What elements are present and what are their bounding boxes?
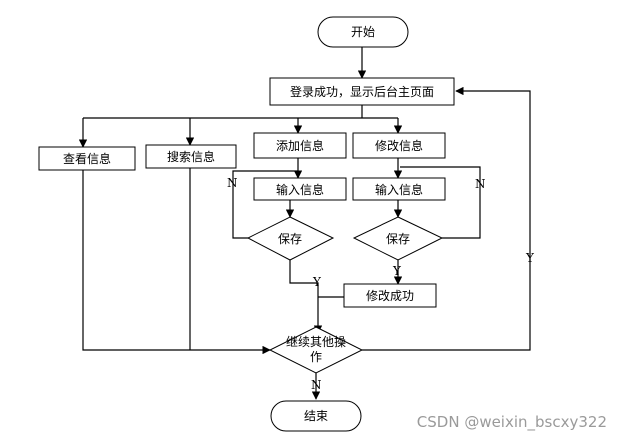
node-continue: 继续其他操 作 xyxy=(268,326,364,374)
edge-label-n-continue: N xyxy=(311,378,322,392)
node-search: 搜索信息 xyxy=(145,144,237,169)
node-search-label: 搜索信息 xyxy=(167,149,215,164)
edge-label-y-add: Y xyxy=(312,275,322,289)
edge-save-add-y xyxy=(289,260,323,334)
node-add-label: 添加信息 xyxy=(276,138,324,153)
node-input-modify: 输入信息 xyxy=(352,177,446,201)
node-login: 登录成功，显示后台主页面 xyxy=(269,77,455,106)
edge-label-n-add: N xyxy=(227,176,238,190)
node-add: 添加信息 xyxy=(253,132,347,159)
node-view: 查看信息 xyxy=(38,146,136,171)
node-modify-success: 修改成功 xyxy=(343,283,437,308)
node-input-add: 输入信息 xyxy=(253,177,347,201)
node-start-label: 开始 xyxy=(351,25,375,39)
edge-continue-y-loop xyxy=(362,86,531,351)
node-save-add-label: 保存 xyxy=(278,232,302,246)
node-login-label: 登录成功，显示后台主页面 xyxy=(290,84,434,99)
edge-save-add-n-loop xyxy=(232,170,298,239)
node-view-label: 查看信息 xyxy=(63,151,111,166)
edge-view-continue xyxy=(82,170,271,355)
node-continue-label-2: 作 xyxy=(310,350,322,364)
node-input-modify-label: 输入信息 xyxy=(375,182,423,197)
edge-label-y-continue: Y xyxy=(525,251,535,265)
watermark: CSDN @weixin_bscxy322 xyxy=(417,413,607,432)
node-save-add: 保存 xyxy=(246,216,335,261)
node-start: 开始 xyxy=(317,16,409,48)
node-modify-label: 修改信息 xyxy=(375,138,423,153)
node-save-modify: 保存 xyxy=(352,216,444,261)
edges xyxy=(78,47,531,400)
node-end: 结束 xyxy=(270,400,362,432)
node-end-label: 结束 xyxy=(304,409,328,423)
node-continue-label-1: 继续其他操 xyxy=(286,334,346,349)
edge-label-n-modify: N xyxy=(475,177,486,191)
edge-label-y-modify: Y xyxy=(392,264,402,278)
node-modify: 修改信息 xyxy=(352,132,446,159)
edge-save-modify-n-loop xyxy=(400,166,481,239)
node-modify-success-label: 修改成功 xyxy=(366,288,414,303)
node-input-add-label: 输入信息 xyxy=(276,182,324,197)
node-save-modify-label: 保存 xyxy=(386,232,410,246)
